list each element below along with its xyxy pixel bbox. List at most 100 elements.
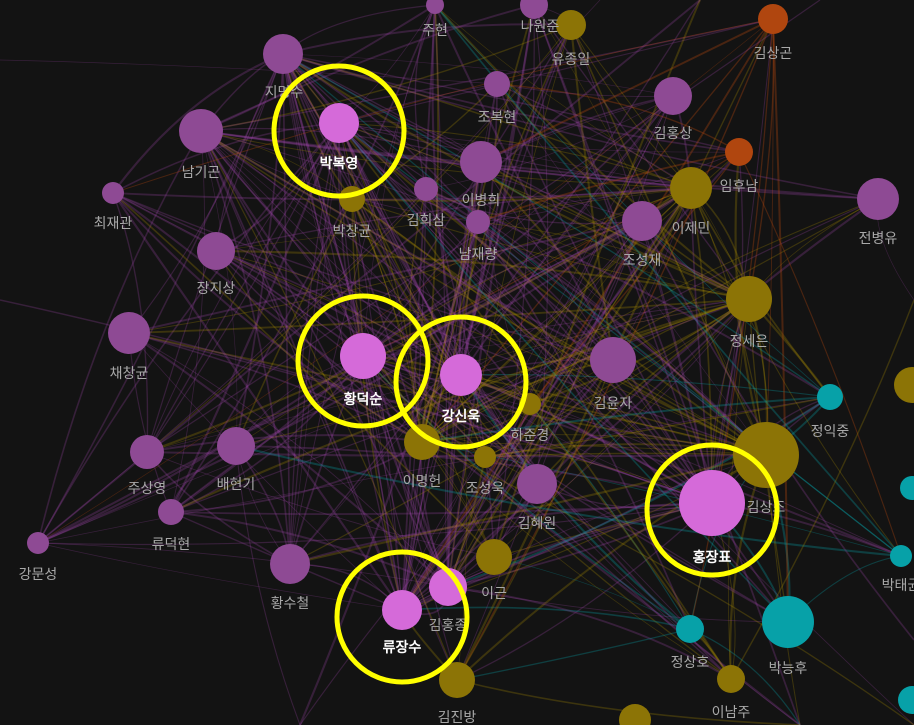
node-최재관[interactable] bbox=[102, 182, 124, 204]
node-김진방[interactable] bbox=[439, 662, 475, 698]
edge bbox=[351, 198, 767, 456]
edge bbox=[282, 53, 750, 301]
edge bbox=[289, 4, 436, 565]
edge bbox=[170, 510, 449, 588]
node-label-이근: 이근 bbox=[481, 586, 507, 602]
edge bbox=[170, 355, 364, 513]
node-장지상[interactable] bbox=[197, 232, 235, 270]
node-이병희[interactable] bbox=[460, 141, 502, 183]
node-partial[interactable] bbox=[619, 704, 651, 725]
edge bbox=[362, 355, 495, 558]
node-이남주[interactable] bbox=[717, 665, 745, 693]
edge bbox=[362, 355, 789, 623]
edge bbox=[37, 355, 364, 544]
node-김혜원[interactable] bbox=[517, 464, 557, 504]
edge bbox=[215, 250, 423, 443]
edge bbox=[351, 198, 538, 485]
node-박능후[interactable] bbox=[762, 596, 814, 648]
edge bbox=[200, 130, 364, 357]
node-김상조[interactable] bbox=[733, 422, 799, 488]
node-황덕순[interactable] bbox=[340, 333, 386, 379]
node-남기곤[interactable] bbox=[179, 109, 223, 153]
edge bbox=[338, 18, 774, 124]
edge bbox=[282, 53, 364, 357]
edge bbox=[456, 502, 713, 681]
node-partial[interactable] bbox=[898, 686, 914, 714]
edge bbox=[458, 161, 483, 376]
node-류덕현[interactable] bbox=[158, 499, 184, 525]
edge bbox=[496, 83, 674, 97]
highlight-ring-류장수 bbox=[334, 549, 470, 685]
edge bbox=[170, 297, 750, 513]
node-label-정세은: 정세은 bbox=[730, 334, 769, 350]
node-김상곤[interactable] bbox=[758, 4, 788, 34]
node-partial[interactable] bbox=[900, 476, 914, 500]
edge bbox=[37, 53, 284, 544]
edge bbox=[289, 0, 701, 565]
node-남재량[interactable] bbox=[466, 210, 490, 234]
node-임후남[interactable] bbox=[725, 138, 753, 166]
node-류장수[interactable] bbox=[382, 590, 422, 630]
node-조복현[interactable] bbox=[484, 71, 510, 97]
edge bbox=[128, 332, 423, 443]
node-partial[interactable] bbox=[894, 367, 914, 403]
node-이명헌[interactable] bbox=[404, 424, 440, 460]
edge bbox=[338, 122, 614, 361]
node-박태균[interactable] bbox=[890, 545, 912, 567]
node-정익중[interactable] bbox=[817, 384, 843, 410]
node-지명수[interactable] bbox=[263, 34, 303, 74]
node-이근[interactable] bbox=[476, 539, 512, 575]
edge bbox=[112, 122, 340, 194]
node-나원준[interactable] bbox=[520, 0, 548, 19]
edge bbox=[338, 122, 740, 153]
edge bbox=[170, 441, 423, 513]
edge bbox=[456, 359, 614, 681]
node-김홍종[interactable] bbox=[429, 568, 467, 606]
node-주상영[interactable] bbox=[130, 435, 164, 469]
edge bbox=[282, 53, 462, 376]
node-김홍상[interactable] bbox=[654, 77, 692, 115]
node-유종일[interactable] bbox=[556, 10, 586, 40]
node-전병유[interactable] bbox=[857, 178, 899, 220]
node-김희삼[interactable] bbox=[414, 177, 438, 201]
node-주현[interactable] bbox=[426, 0, 444, 14]
edge bbox=[351, 198, 750, 300]
edge bbox=[477, 187, 692, 223]
edge bbox=[362, 355, 403, 611]
edge bbox=[200, 130, 403, 611]
edge bbox=[170, 502, 713, 515]
edge bbox=[170, 220, 643, 513]
edge bbox=[362, 298, 750, 357]
node-정상호[interactable] bbox=[676, 615, 704, 643]
edge bbox=[690, 187, 713, 504]
node-label-김홍상: 김홍상 bbox=[654, 126, 693, 142]
edge bbox=[362, 220, 643, 357]
node-채창균[interactable] bbox=[108, 312, 150, 354]
node-label-조복현: 조복현 bbox=[478, 110, 517, 126]
node-홍장표[interactable] bbox=[679, 470, 745, 536]
node-조성재[interactable] bbox=[622, 201, 662, 241]
node-이제민[interactable] bbox=[670, 167, 712, 209]
edge bbox=[282, 53, 291, 565]
node-강문성[interactable] bbox=[27, 532, 49, 554]
node-김윤자[interactable] bbox=[590, 337, 636, 383]
edge bbox=[338, 122, 692, 189]
edge bbox=[282, 53, 364, 357]
node-황수철[interactable] bbox=[270, 544, 310, 584]
edge bbox=[200, 130, 458, 681]
node-layer bbox=[27, 0, 914, 725]
node-강신욱[interactable] bbox=[440, 354, 482, 396]
edge bbox=[282, 4, 436, 55]
node-박복영[interactable] bbox=[319, 103, 359, 143]
edge bbox=[362, 355, 713, 504]
node-조성욱[interactable] bbox=[474, 446, 496, 468]
node-정세은[interactable] bbox=[726, 276, 772, 322]
node-배현기[interactable] bbox=[217, 427, 255, 465]
edge bbox=[460, 374, 902, 557]
node-label-황덕순: 황덕순 bbox=[344, 391, 383, 408]
node-label-최재관: 최재관 bbox=[94, 216, 133, 232]
edge bbox=[421, 441, 914, 725]
edge bbox=[215, 249, 750, 301]
